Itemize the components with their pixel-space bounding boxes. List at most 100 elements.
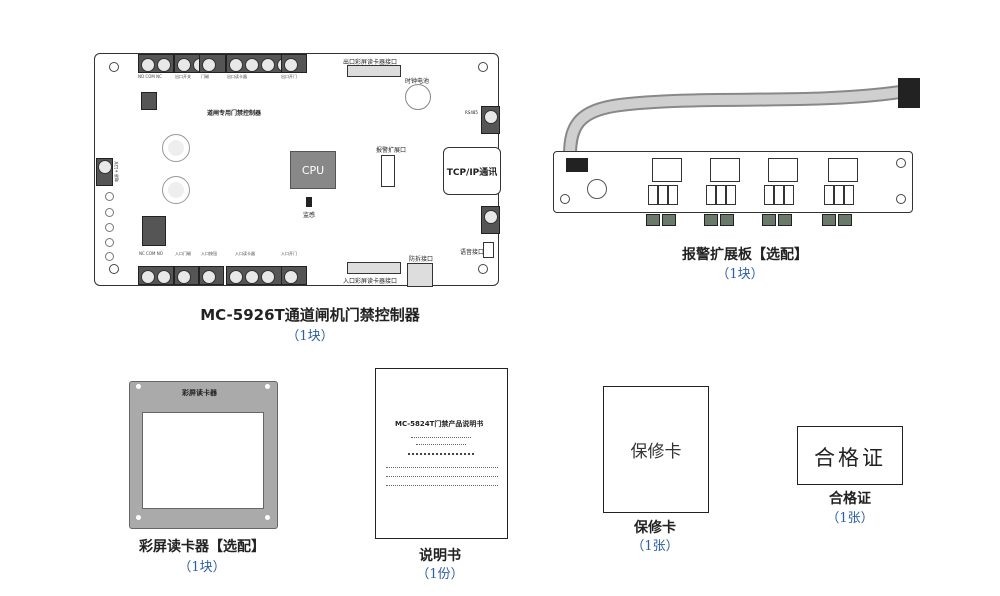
terminal-block [138,54,174,73]
top-terminal-label: NO COM NC [138,74,162,79]
bottom-terminal-label: 入口按钮 [201,251,217,256]
alarm-board-caption: 报警扩展板【选配】 [682,247,808,263]
relay-terminal [720,214,734,226]
warranty-qty: （1张） [631,539,679,554]
clock-battery-label: 时钟电池 [405,78,430,85]
reader-title: 彩屏读卡器 [182,389,217,397]
terminal-block [199,54,226,73]
ribbon-cable [563,78,920,156]
alarm-extension-board [553,151,913,226]
top-port-label: 出口彩屏读卡器接口 [343,59,398,66]
relay-terminal [662,214,676,226]
warranty-card-text: 保修卡 [630,442,682,462]
monitor-label: 监感 [303,212,316,219]
relay-block [142,216,166,246]
relay [828,158,858,182]
rs485-terminal [481,106,500,134]
certificate-card: 合格证 [797,426,903,485]
voice-port [483,242,494,258]
board-title: 道闸专用门禁控制器 [207,110,262,117]
relay-terminal [646,214,660,226]
reader-qty: （1块） [178,560,226,575]
top-terminal-label: 门磁 [201,74,209,79]
manual-qty: （1份） [416,567,464,582]
mount-hole [109,264,119,274]
cpu-chip: CPU [290,151,336,189]
relay-terminal [704,214,718,226]
tcp-module: TCP/IP通讯 [443,147,501,195]
debug-label: 防拆接口 [409,256,434,263]
mount-hole [109,62,119,72]
led [105,252,114,261]
terminal-block [174,266,199,285]
warranty-card: 保修卡 [603,386,709,513]
led [105,208,114,217]
power-terminal [96,158,113,186]
led [105,192,114,201]
manual-line [411,437,471,440]
terminal-block [226,54,296,73]
manual-caption: 说明书 [419,548,461,564]
relay-switch [764,185,774,205]
relay-button [162,134,190,162]
power-label: 电源 +12V [114,161,119,182]
terminal-block [281,266,307,285]
monitor-jumper [306,197,312,207]
controller-board: NO COM NC 出口开关 门磁 出口读卡器 出口开门 出口彩屏读卡器接口 时… [94,53,500,287]
voice-label: 语音接口 [460,249,485,256]
relay-switch [726,185,736,205]
mount-hole [896,158,906,168]
bottom-port-label: 入口彩屏读卡器接口 [343,278,398,285]
reader-tab [136,515,141,520]
controller-qty: （1块） [286,329,334,344]
certificate-qty: （1张） [826,511,874,526]
manual-booklet: MC-5824T门禁产品说明书 [375,368,508,539]
relay-terminal [838,214,852,226]
bottom-terminal-label: 入口门磁 [175,251,191,256]
terminal-block [281,54,307,73]
debug-port [407,263,433,287]
alarm-ext-port [381,155,395,187]
terminal-block [199,266,224,285]
manual-title: MC-5824T门禁产品说明书 [395,420,484,428]
mount-hole [478,62,488,72]
warranty-caption: 保修卡 [634,520,676,536]
bottom-terminal-label: NC COM NO [139,251,163,256]
top-reader-port [347,65,401,77]
mount-hole [896,194,906,204]
manual-line [416,444,466,447]
relay-switch [706,185,716,205]
alarm-terminal [481,206,500,234]
manual-line [386,467,498,470]
relay-switch [668,185,678,205]
relay [768,158,798,182]
certificate-card-text: 合格证 [814,446,886,470]
relay-switch [784,185,794,205]
relay-switch [774,185,784,205]
manual-line [408,453,474,457]
relay-switch [648,185,658,205]
relay-switch [844,185,854,205]
chip-block [141,92,157,110]
manual-line [386,485,498,488]
alarm-board-qty: （1块） [716,267,764,282]
relay-switch [834,185,844,205]
relay-terminal [822,214,836,226]
relay [710,158,740,182]
top-terminal-label: 出口读卡器 [227,74,247,79]
clock-battery [405,84,431,110]
led [105,238,114,247]
top-terminal-label: 出口开关 [175,74,191,79]
mount-hole [560,194,570,204]
top-terminal-label: 出口开门 [281,74,297,79]
reader-tab [136,384,141,389]
ext-buzzer [587,179,607,199]
terminal-block [226,266,282,285]
relay-switch [716,185,726,205]
relay-terminal [762,214,776,226]
led [105,223,114,232]
reader-caption: 彩屏读卡器【选配】 [139,539,265,555]
mount-hole [478,264,488,274]
reader-screen [142,412,264,509]
ext-connector [566,158,588,172]
